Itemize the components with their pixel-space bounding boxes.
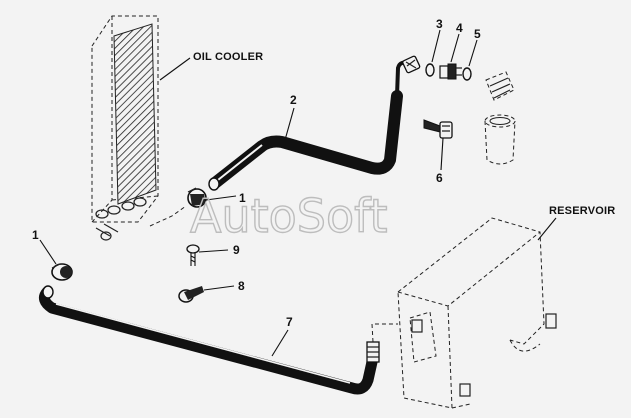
upper-hose-fitting (402, 55, 421, 74)
reservoir-leader (537, 217, 557, 241)
callout-6: 6 (436, 171, 443, 185)
callout-1-upper: 1 (239, 191, 246, 205)
elbow-fitting-6 (423, 119, 453, 139)
o-ring-5 (462, 67, 472, 81)
callout-3: 3 (436, 17, 443, 31)
clamp-lower (51, 263, 73, 281)
reservoir (397, 217, 557, 409)
callout-4: 4 (456, 21, 463, 35)
bolt-9 (186, 244, 200, 266)
callout-7: 7 (286, 315, 293, 329)
lower-hose (38, 285, 398, 395)
fitting-4 (439, 63, 462, 80)
oil-cooler (91, 15, 187, 241)
callout-8: 8 (238, 279, 245, 293)
bracket-8 (178, 286, 204, 303)
reservoir-label: RESERVOIR (549, 205, 615, 217)
callout-2: 2 (290, 93, 297, 107)
oil-cooler-label: OIL COOLER (193, 51, 263, 63)
clamp-upper (187, 187, 207, 208)
filter-cap (485, 71, 515, 101)
callout-5: 5 (474, 27, 481, 41)
o-ring-3 (425, 63, 435, 77)
filter-canister (484, 114, 516, 165)
cooler-core (113, 23, 157, 205)
callout-9: 9 (233, 243, 240, 257)
oil-cooler-leader (159, 57, 191, 81)
upper-hose (208, 55, 421, 191)
lower-hose-fitting (366, 323, 398, 363)
watermark: AutoSoft (190, 189, 388, 243)
callout-1-lower: 1 (32, 228, 39, 242)
